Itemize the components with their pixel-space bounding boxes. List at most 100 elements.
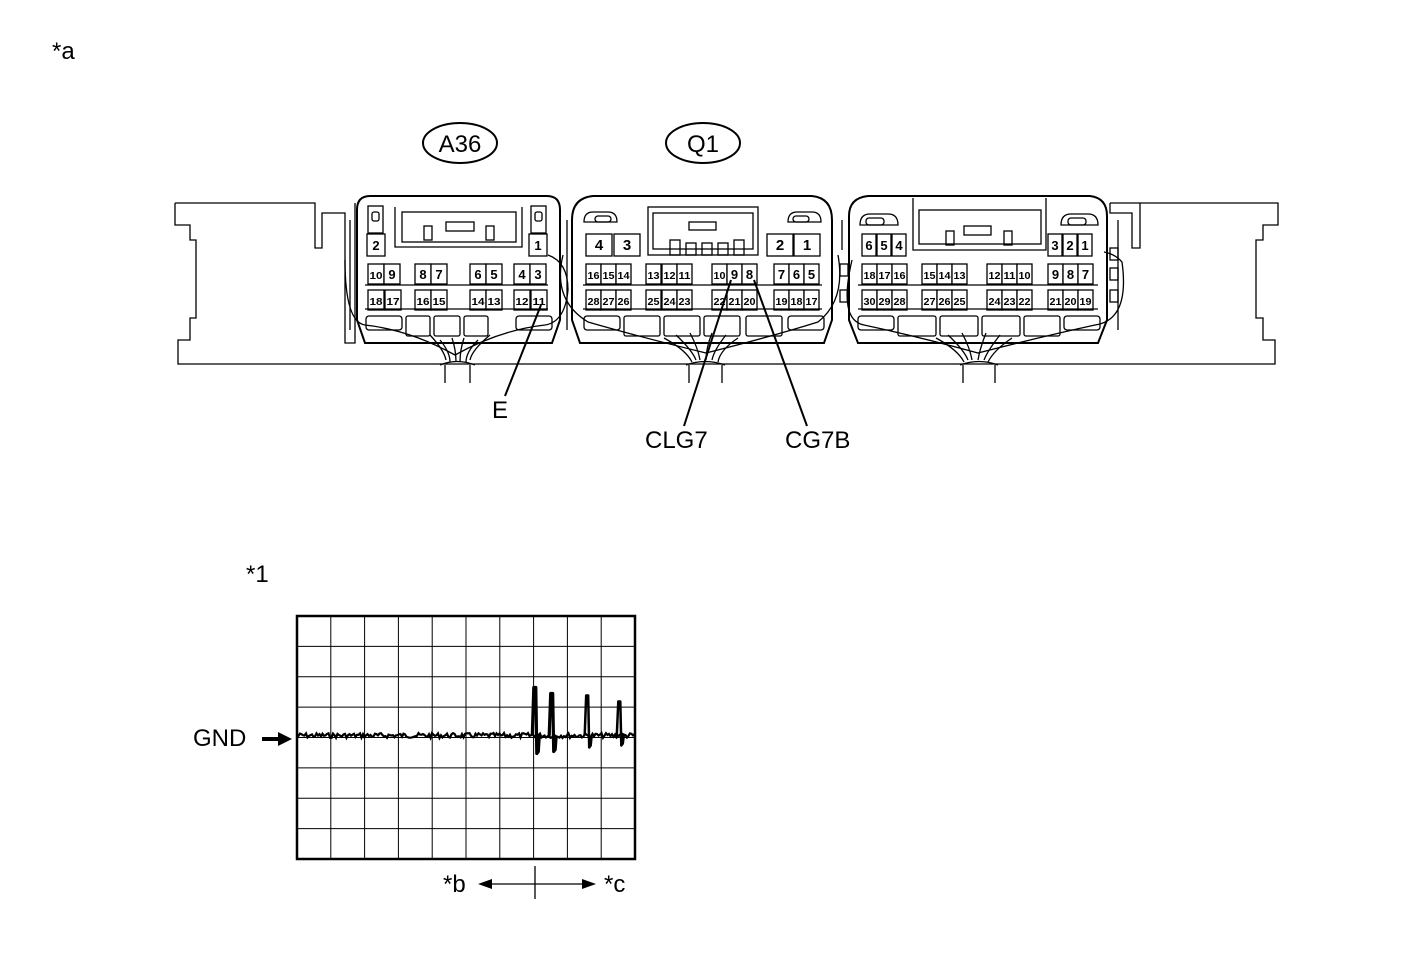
pin-label-right-10: 10	[1019, 271, 1031, 282]
gnd-label: GND	[193, 725, 247, 752]
pin-label-left-13: 13	[488, 297, 502, 308]
pin-cell-right-3	[1047, 233, 1063, 257]
pin-label-middle-8: 8	[746, 267, 753, 282]
pin-label-middle-24: 24	[664, 297, 676, 308]
time-direction-arrows	[478, 866, 596, 899]
pin-label-left-5: 5	[490, 267, 497, 282]
pin-label-right-11: 11	[1004, 271, 1016, 282]
pin-cell-left-3	[529, 263, 547, 285]
pin-cell-right-5	[876, 233, 892, 257]
connector-label-oval-a36	[422, 122, 498, 164]
pin-label-middle-21: 21	[729, 297, 741, 308]
waveform-pulse	[547, 691, 558, 754]
pin-label-right-3: 3	[1051, 238, 1058, 253]
pin-cell-middle-14	[615, 263, 632, 285]
pin-label-right-13: 13	[954, 271, 966, 282]
pin-cell-left-7	[430, 263, 448, 285]
pin-label-middle-20: 20	[744, 297, 756, 308]
pin-label-right-4: 4	[895, 238, 903, 253]
pin-label-left-8: 8	[419, 267, 426, 282]
connector-body-q1	[571, 195, 833, 344]
pin-label-left-18: 18	[370, 297, 384, 308]
pin-label-middle-4: 4	[595, 237, 604, 254]
pin-cell-right-6	[861, 233, 877, 257]
pin-label-middle-28: 28	[588, 297, 600, 308]
pin-cell-right-25	[951, 289, 968, 311]
gnd-arrow	[262, 732, 292, 746]
pin-label-middle-12: 12	[664, 271, 676, 282]
pin-label-right-25: 25	[954, 297, 966, 308]
oscilloscope-screen	[295, 614, 637, 861]
pin-label-left-3: 3	[534, 267, 541, 282]
pin-label-middle-18: 18	[791, 297, 803, 308]
pin-label-left-10: 10	[370, 271, 384, 282]
pin-label-left-4: 4	[518, 267, 526, 282]
pin-cell-middle-1	[793, 233, 821, 257]
pin-label-left-6: 6	[474, 267, 481, 282]
pin-label-right-30: 30	[864, 297, 876, 308]
pin-label-middle-13: 13	[648, 271, 660, 282]
pin-label-left-15: 15	[433, 297, 447, 308]
pin-label-right-2: 2	[1066, 238, 1073, 253]
pin-label-left-16: 16	[417, 297, 431, 308]
pin-label-right-6: 6	[865, 238, 872, 253]
pin-cell-middle-4	[585, 233, 613, 257]
pin-label-right-22: 22	[1019, 297, 1031, 308]
pin-cell-right-1	[1077, 233, 1093, 257]
pin-label-middle-16: 16	[588, 271, 600, 282]
pin-label-right-9: 9	[1052, 267, 1059, 282]
leader-lines	[504, 279, 808, 427]
pin-label-right-21: 21	[1050, 297, 1062, 308]
pin-cell-left-15	[430, 289, 448, 311]
pin-label-right-14: 14	[939, 271, 951, 282]
connector-name-q1: Q1	[687, 131, 719, 158]
waveform-ref: *1	[246, 561, 269, 588]
pin-label-middle-14: 14	[618, 271, 630, 282]
pin-cell-left-5	[485, 263, 503, 285]
pin-cell-middle-17	[803, 289, 820, 311]
pin-label-left-7: 7	[435, 267, 442, 282]
pin-label-right-1: 1	[1081, 238, 1088, 253]
pin-label-middle-6: 6	[793, 267, 800, 282]
right-direction-ref: *c	[604, 871, 626, 898]
connector-name-a36: A36	[439, 131, 482, 158]
waveform-pulse	[530, 685, 541, 756]
waveform-pulse	[583, 694, 593, 749]
pin-label-right-19: 19	[1080, 297, 1092, 308]
pin-label-middle-7: 7	[778, 267, 785, 282]
connector-view-ref: *a	[52, 38, 75, 65]
pin-cell-left-17	[384, 289, 402, 311]
pin-label-right-8: 8	[1067, 267, 1074, 282]
pin-cell-middle-26	[615, 289, 632, 311]
pin-cell-right-22	[1016, 289, 1033, 311]
pin-label-right-26: 26	[939, 297, 951, 308]
pin-label-right-12: 12	[989, 271, 1001, 282]
pin-cell-middle-3	[613, 233, 641, 257]
pin-label-middle-25: 25	[648, 297, 660, 308]
pin-label-right-17: 17	[879, 271, 891, 282]
pin-cell-right-4	[891, 233, 907, 257]
pin-label-middle-5: 5	[808, 267, 815, 282]
pin-label-right-27: 27	[924, 297, 936, 308]
left-direction-ref: *b	[443, 871, 466, 898]
pin-label-right-15: 15	[924, 271, 936, 282]
pin-cell-middle-23	[676, 289, 693, 311]
pin-cell-middle-20	[741, 289, 758, 311]
pin-cell-right-28	[891, 289, 908, 311]
pin-cell-left-12	[513, 289, 531, 311]
pin-label-right-5: 5	[880, 238, 887, 253]
pin-label-middle-23: 23	[679, 297, 691, 308]
pin-label-left-2: 2	[372, 238, 379, 253]
pin-label-right-23: 23	[1004, 297, 1016, 308]
pin-label-right-18: 18	[864, 271, 876, 282]
pin-label-right-29: 29	[879, 297, 891, 308]
pin-label-middle-22: 22	[714, 297, 726, 308]
connector-body-a36	[356, 195, 561, 344]
pin-cell-right-16	[891, 263, 908, 285]
wire-harness	[344, 251, 1125, 383]
terminal-label-clg7: CLG7	[645, 427, 708, 454]
pin-label-right-20: 20	[1065, 297, 1077, 308]
waveform-baseline	[296, 730, 636, 741]
pin-label-middle-3: 3	[623, 237, 631, 254]
